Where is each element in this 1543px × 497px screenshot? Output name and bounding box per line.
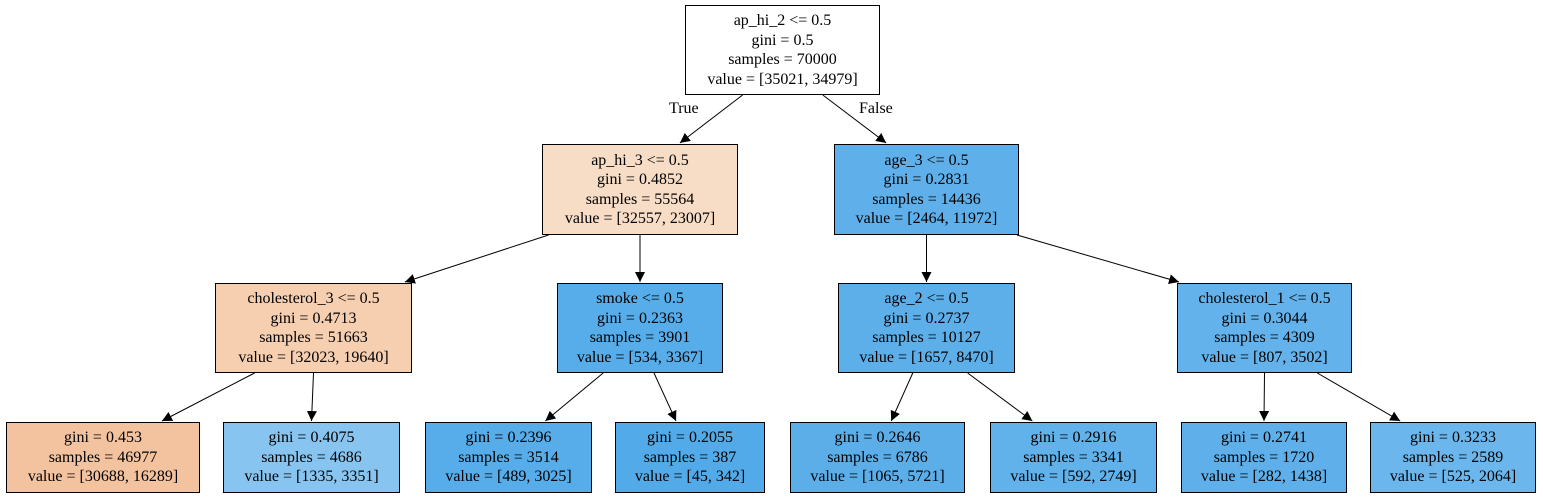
node-line: samples = 1720 xyxy=(1213,448,1315,466)
edge-arrow xyxy=(890,372,914,422)
node-line: samples = 55564 xyxy=(585,190,695,208)
node-line: value = [30688, 16289] xyxy=(27,468,179,486)
node-line: samples = 4686 xyxy=(261,448,362,466)
true-edge-label: True xyxy=(669,100,699,117)
node-line: samples = 10127 xyxy=(872,329,981,346)
node-line: value = [1065, 5721] xyxy=(810,468,945,486)
node-line: samples = 4309 xyxy=(1214,329,1315,346)
node-line: gini = 0.4713 xyxy=(270,309,357,327)
node-line: gini = 0.4852 xyxy=(597,171,683,188)
node-line: gini = 0.3044 xyxy=(1221,309,1308,327)
node-line: gini = 0.5 xyxy=(751,31,814,49)
node-line: value = [534, 3367] xyxy=(576,348,704,366)
leaf-node: gini = 0.4075 samples = 4686 value = [13… xyxy=(223,422,400,493)
node-line: value = [2464, 11972] xyxy=(855,210,998,227)
tree-node-ap-hi-3: ap_hi_3 <= 0.5 gini = 0.4852 samples = 5… xyxy=(542,144,738,235)
node-line: smoke <= 0.5 xyxy=(596,290,684,307)
node-line: ap_hi_2 <= 0.5 xyxy=(733,12,832,29)
leaf-node: gini = 0.3233 samples = 2589 value = [52… xyxy=(1370,422,1536,493)
edge-arrow xyxy=(822,94,887,144)
leaf-node: gini = 0.2916 samples = 3341 value = [59… xyxy=(990,422,1157,493)
edge-arrow xyxy=(545,372,604,422)
node-line: gini = 0.453 xyxy=(64,429,142,447)
node-line: samples = 3901 xyxy=(589,329,691,346)
node-line: gini = 0.3233 xyxy=(1410,429,1496,447)
tree-node-age-2: age_2 <= 0.5 gini = 0.2737 samples = 101… xyxy=(838,283,1015,373)
tree-node-cholesterol-1: cholesterol_1 <= 0.5 gini = 0.3044 sampl… xyxy=(1177,283,1352,373)
edge-arrow xyxy=(161,372,255,422)
node-line: gini = 0.2741 xyxy=(1221,429,1307,447)
node-line: gini = 0.2737 xyxy=(883,309,970,327)
node-line: age_2 <= 0.5 xyxy=(884,290,969,307)
edge-arrow xyxy=(679,94,743,144)
leaf-node: gini = 0.2741 samples = 1720 value = [28… xyxy=(1181,422,1347,493)
edge-arrow xyxy=(1016,234,1180,285)
node-line: samples = 46977 xyxy=(48,448,158,466)
node-line: samples = 2589 xyxy=(1402,448,1504,466)
node-line: value = [282, 1438] xyxy=(1200,468,1328,486)
node-line: gini = 0.2646 xyxy=(834,429,921,447)
leaf-node: gini = 0.2646 samples = 6786 value = [10… xyxy=(790,422,965,493)
node-line: value = [525, 2064] xyxy=(1389,468,1517,486)
node-line: samples = 14436 xyxy=(872,190,981,208)
leaf-node: gini = 0.2055 samples = 387 value = [45,… xyxy=(615,422,765,493)
node-line: value = [1657, 8470] xyxy=(859,348,994,366)
edge-arrow xyxy=(653,372,677,422)
node-line: gini = 0.2363 xyxy=(597,309,683,327)
edge-arrow xyxy=(404,234,549,284)
node-line: samples = 70000 xyxy=(728,51,837,68)
node-line: samples = 51663 xyxy=(259,329,368,346)
tree-node-smoke: smoke <= 0.5 gini = 0.2363 samples = 390… xyxy=(557,283,723,373)
edge-arrow xyxy=(967,372,1033,422)
node-line: value = [45, 342] xyxy=(634,468,746,486)
node-line: gini = 0.2055 xyxy=(647,429,733,447)
node-line: gini = 0.4075 xyxy=(268,429,355,447)
node-line: gini = 0.2916 xyxy=(1030,429,1117,447)
edge-arrow xyxy=(1317,372,1401,422)
edge-arrow xyxy=(306,372,317,422)
node-line: value = [489, 3025] xyxy=(445,468,572,486)
node-line: value = [32557, 23007] xyxy=(564,210,716,227)
node-line: value = [592, 2749] xyxy=(1010,468,1137,486)
node-line: gini = 0.2831 xyxy=(883,171,970,188)
node-line: value = [1335, 3351] xyxy=(244,468,379,486)
false-edge-label: False xyxy=(859,100,893,117)
edge-arrow xyxy=(1259,372,1270,422)
node-line: age_3 <= 0.5 xyxy=(884,151,969,169)
node-line: cholesterol_3 <= 0.5 xyxy=(247,290,380,307)
tree-node-age-3: age_3 <= 0.5 gini = 0.2831 samples = 144… xyxy=(834,144,1019,235)
node-line: samples = 3514 xyxy=(458,448,559,466)
node-line: cholesterol_1 <= 0.5 xyxy=(1198,290,1331,307)
node-line: samples = 6786 xyxy=(827,448,928,466)
leaf-node: gini = 0.453 samples = 46977 value = [30… xyxy=(6,422,200,493)
node-line: value = [807, 3502] xyxy=(1201,348,1328,366)
node-line: value = [35021, 34979] xyxy=(707,70,858,88)
node-line: value = [32023, 19640] xyxy=(238,348,389,366)
tree-node-cholesterol-3: cholesterol_3 <= 0.5 gini = 0.4713 sampl… xyxy=(215,283,412,373)
node-line: samples = 3341 xyxy=(1023,448,1124,466)
node-line: ap_hi_3 <= 0.5 xyxy=(591,151,689,169)
leaf-node: gini = 0.2396 samples = 3514 value = [48… xyxy=(425,422,592,493)
root-node: ap_hi_2 <= 0.5 gini = 0.5 samples = 7000… xyxy=(685,5,880,95)
node-line: gini = 0.2396 xyxy=(465,429,552,447)
node-line: samples = 387 xyxy=(643,448,737,466)
